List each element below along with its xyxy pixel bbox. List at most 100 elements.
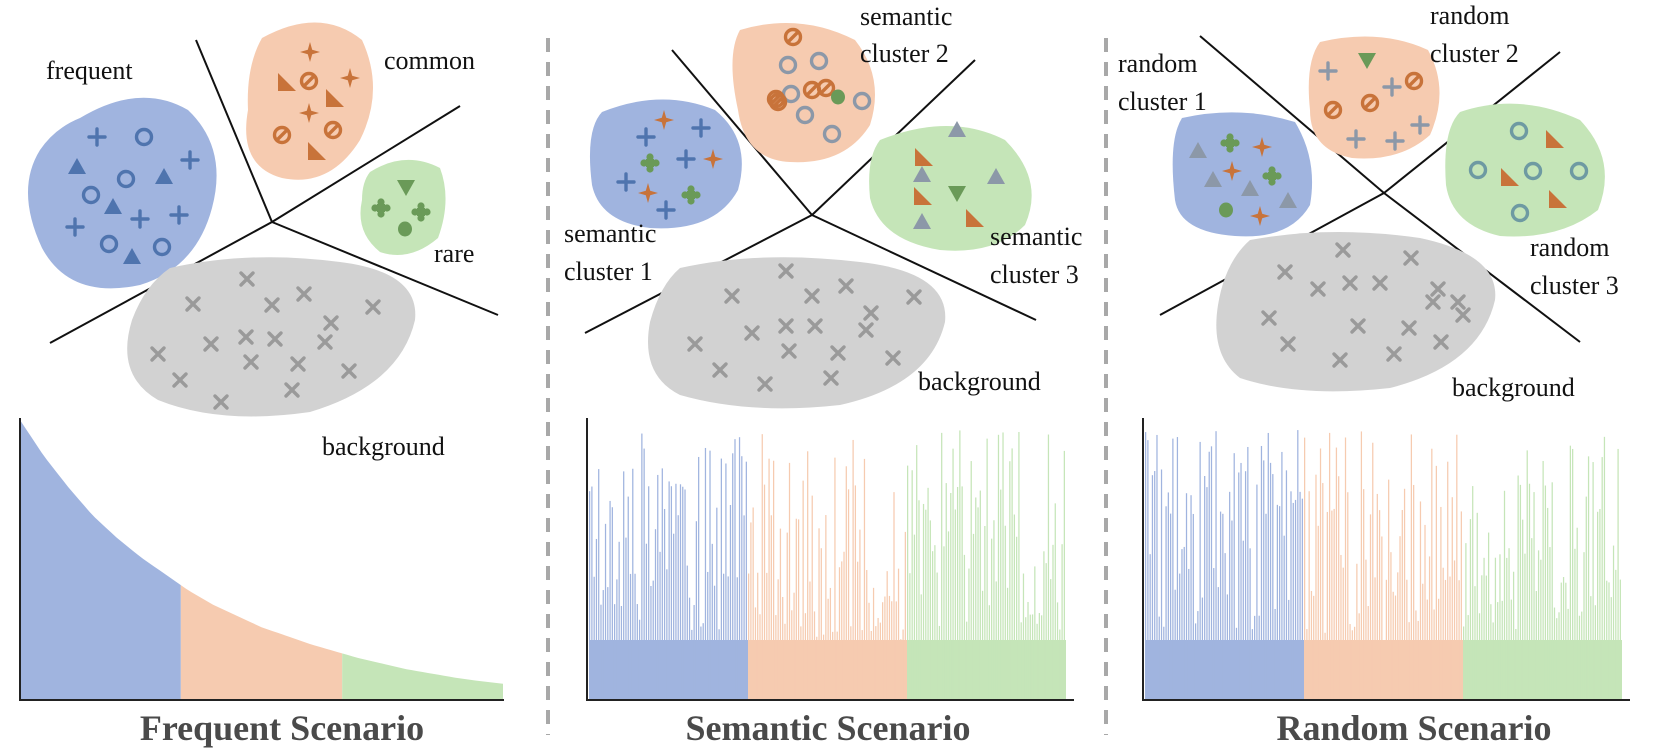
bar bbox=[698, 456, 700, 700]
bar bbox=[779, 528, 782, 700]
bar bbox=[947, 531, 950, 700]
bar bbox=[1226, 594, 1229, 700]
x-marker bbox=[724, 288, 740, 304]
bar bbox=[623, 471, 625, 700]
label-background: background bbox=[322, 432, 445, 461]
bar bbox=[763, 484, 766, 700]
x-marker bbox=[778, 263, 794, 279]
label-cluster-2-line2: cluster 2 bbox=[860, 39, 949, 68]
rtri-marker bbox=[1546, 130, 1564, 148]
plus-marker bbox=[169, 205, 189, 225]
bar bbox=[975, 497, 977, 700]
bar bbox=[1020, 622, 1022, 700]
bar bbox=[745, 461, 747, 700]
bar bbox=[1326, 511, 1328, 700]
bar bbox=[1612, 545, 1615, 700]
rtri-marker bbox=[308, 142, 326, 160]
x-marker bbox=[150, 346, 166, 362]
bar bbox=[1288, 599, 1290, 700]
bar bbox=[804, 613, 807, 700]
x-marker bbox=[1425, 294, 1441, 310]
bar bbox=[777, 579, 779, 700]
x-marker bbox=[213, 394, 229, 410]
bar bbox=[866, 570, 868, 700]
x-marker bbox=[687, 336, 703, 352]
bar bbox=[1169, 513, 1172, 700]
bar bbox=[1435, 465, 1437, 700]
tri-marker bbox=[123, 248, 141, 264]
bar bbox=[686, 565, 688, 700]
x-marker bbox=[906, 289, 922, 305]
bar bbox=[1183, 546, 1185, 700]
bar bbox=[675, 483, 677, 700]
bar bbox=[1590, 596, 1592, 700]
bar bbox=[598, 469, 600, 700]
bar bbox=[1610, 597, 1612, 700]
cluster-blob-background bbox=[648, 257, 946, 409]
bar bbox=[1324, 632, 1326, 700]
o-marker bbox=[116, 169, 136, 189]
bar bbox=[677, 515, 679, 700]
panel-title: Semantic Scenario bbox=[686, 708, 971, 748]
bar bbox=[1458, 580, 1460, 700]
bar bbox=[836, 631, 838, 700]
bar bbox=[959, 430, 961, 700]
cluster-blob-frequent bbox=[27, 97, 217, 289]
bar bbox=[1340, 554, 1342, 700]
bar bbox=[1492, 622, 1494, 700]
bar bbox=[1467, 615, 1469, 700]
plus-marker bbox=[1410, 115, 1430, 135]
bar bbox=[759, 614, 761, 700]
bar bbox=[1594, 605, 1596, 700]
bar bbox=[863, 458, 866, 700]
bar bbox=[786, 532, 788, 700]
label-common: common bbox=[384, 46, 475, 75]
bar bbox=[1145, 432, 1147, 700]
bar bbox=[918, 500, 920, 700]
bar bbox=[1569, 445, 1572, 700]
bar bbox=[1050, 579, 1052, 700]
bar bbox=[1499, 554, 1501, 700]
bar bbox=[1426, 599, 1428, 700]
bar bbox=[1526, 450, 1528, 700]
bar bbox=[611, 507, 613, 700]
x-marker bbox=[823, 370, 839, 386]
bar bbox=[795, 518, 797, 700]
rtri-marker bbox=[326, 89, 344, 107]
bar bbox=[1313, 595, 1315, 700]
bar bbox=[613, 604, 616, 700]
bar bbox=[1206, 487, 1208, 700]
bar bbox=[1254, 615, 1256, 700]
label-background: background bbox=[918, 367, 1041, 396]
bar bbox=[752, 507, 754, 700]
bar bbox=[1344, 437, 1347, 700]
bar bbox=[1419, 501, 1422, 700]
bar bbox=[977, 507, 979, 700]
bar bbox=[1335, 447, 1338, 700]
bar bbox=[1333, 508, 1335, 700]
x-marker bbox=[243, 354, 259, 370]
bar bbox=[720, 458, 722, 700]
panel-random: random cluster 2 random cluster 1 random… bbox=[1118, 1, 1630, 748]
x-marker bbox=[323, 315, 339, 331]
bar bbox=[1574, 548, 1576, 700]
bar bbox=[1463, 626, 1465, 700]
bar bbox=[768, 458, 770, 700]
bar bbox=[1283, 535, 1285, 700]
label-frequent: frequent bbox=[46, 56, 133, 85]
plus-marker bbox=[180, 150, 200, 170]
bar bbox=[922, 503, 925, 700]
bar bbox=[1265, 513, 1267, 700]
x-marker bbox=[341, 363, 357, 379]
bar bbox=[700, 626, 702, 700]
x-marker bbox=[712, 362, 728, 378]
bar bbox=[1002, 432, 1004, 700]
bar bbox=[1009, 461, 1011, 700]
x-marker bbox=[1261, 310, 1277, 326]
bar bbox=[993, 520, 995, 700]
bar bbox=[929, 520, 931, 700]
bar bbox=[1240, 462, 1242, 700]
bar bbox=[679, 484, 682, 700]
bar bbox=[1483, 557, 1485, 700]
